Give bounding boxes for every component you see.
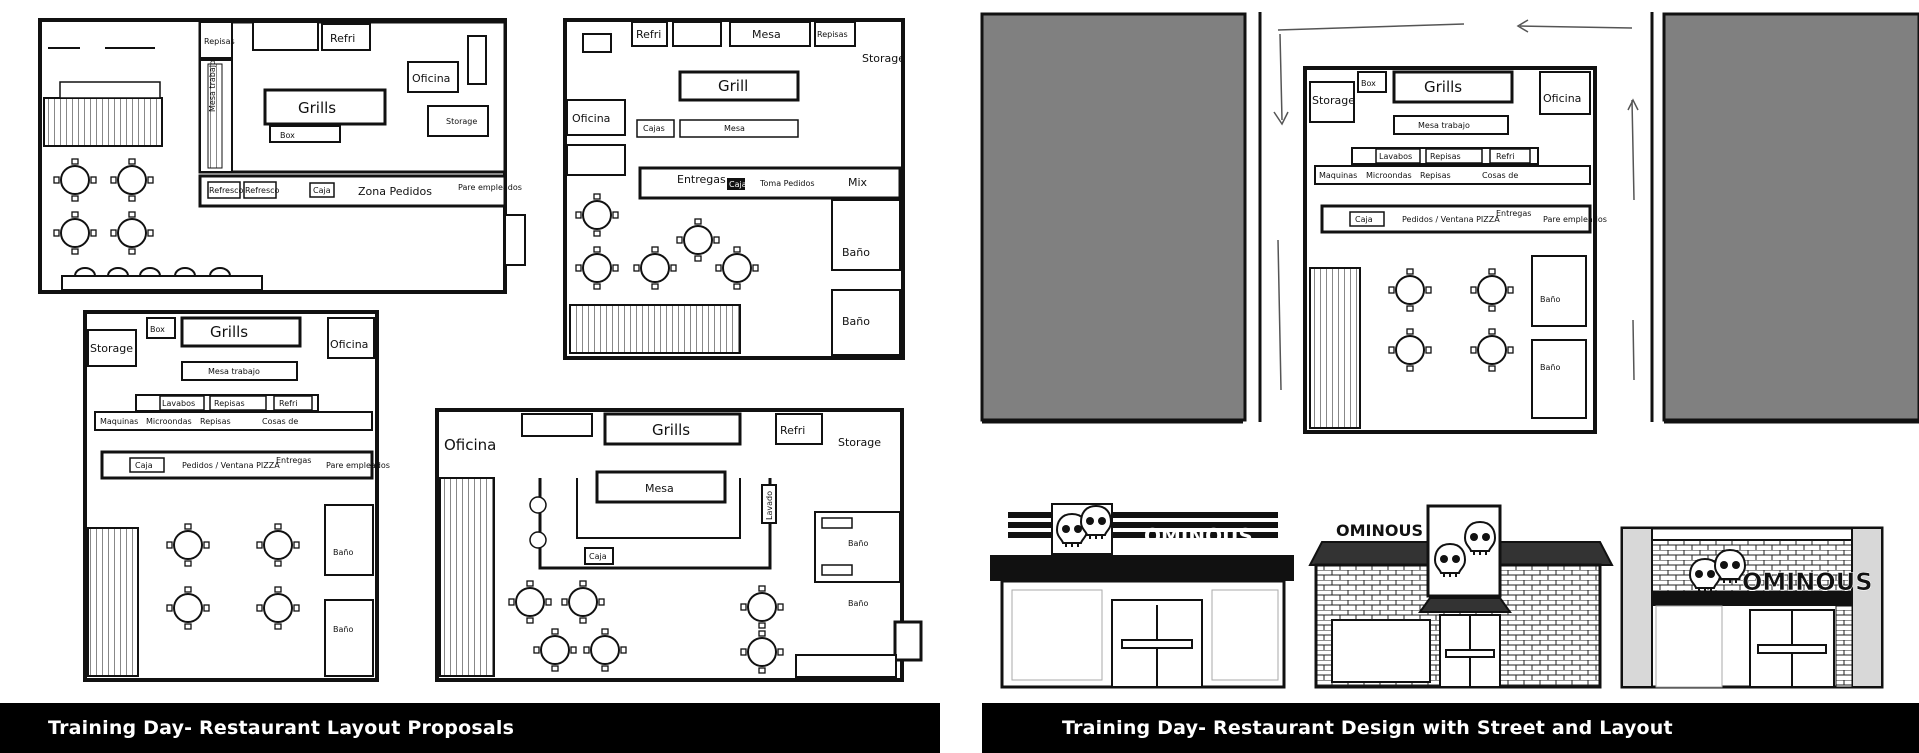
site-microondas-label: Microondas (1366, 171, 1412, 180)
plan4-storage-label: Storage (838, 436, 881, 449)
site-box-label: Box (1361, 79, 1376, 88)
plan4-bano-1-label: Baño (848, 539, 868, 548)
plan3-bano-2-label: Baño (333, 625, 353, 634)
plan1-storage-label: Storage (446, 117, 477, 126)
plan2-repisas-label: Repisas (817, 30, 848, 39)
plan3-pare-empleados-label: Pare empleados (326, 461, 390, 470)
floor-plan-2: Refri Mesa Repisas Storage Grill Oficina… (563, 18, 905, 360)
plan3-refri-label: Refri (279, 399, 297, 408)
plan2-toma-pedidos-label: Toma Pedidos (759, 179, 815, 188)
site-caja-label: Caja (1355, 215, 1373, 224)
plan1-refresco-2: Refresco (245, 186, 280, 195)
storefront-3: OMINOUS (1620, 526, 1884, 689)
plan3-lavabos-label: Lavabos (162, 399, 195, 408)
plan3-repisas-label: Repisas (214, 399, 245, 408)
storefront-1-sign: OMINOUS (1144, 524, 1253, 548)
site-oficina-label: Oficina (1543, 92, 1581, 105)
site-repisas-label: Repisas (1430, 152, 1461, 161)
plan4-bano-2-label: Baño (848, 599, 868, 608)
site-pare-empleados-label: Pare empleados (1543, 215, 1607, 224)
site-repisas-2-label: Repisas (1420, 171, 1451, 180)
plan3-mesa-trabajo-label: Mesa trabajo (208, 367, 260, 376)
plan1-repisas-label: Repisas (204, 37, 235, 46)
plan3-entregas-label: Entregas (276, 456, 311, 465)
plan2-entregas-label: Entregas (677, 173, 726, 186)
floor-plan-3: Box Grills Oficina Storage Mesa trabajo … (83, 310, 390, 682)
plan2-grill-label: Grill (718, 77, 748, 95)
plan3-pedidos-label: Pedidos / Ventana PIZZA (182, 461, 280, 470)
plan1-caja-label: Caja (313, 186, 331, 195)
plan3-box-label: Box (150, 325, 165, 334)
plan2-mesa-label: Mesa (752, 28, 781, 41)
site-cosas-de-label: Cosas de (1482, 171, 1518, 180)
plan2-storage-label: Storage (862, 52, 905, 65)
plan4-mesa-label: Mesa (645, 482, 674, 495)
plan3-caja-label: Caja (135, 461, 153, 470)
plan2-mix-label: Mix (848, 176, 868, 189)
plan3-grills-label: Grills (210, 323, 248, 341)
plan3-storage-label: Storage (90, 342, 133, 355)
floor-plan-4: Oficina Grills Refri Storage Mesa Caja L… (435, 408, 923, 682)
plan3-maquinas-label: Maquinas (100, 417, 138, 426)
site-storage-label: Storage (1312, 94, 1355, 107)
storefront-2: OMINOUS (1308, 504, 1614, 689)
site-pedidos-label: Pedidos / Ventana PIZZA (1402, 215, 1500, 224)
site-maquinas-label: Maquinas (1319, 171, 1357, 180)
site-mesa-trabajo-label: Mesa trabajo (1418, 121, 1470, 130)
plan1-grills-label: Grills (298, 99, 336, 117)
plan1-zona-pedidos-label: Zona Pedidos (358, 185, 432, 198)
plan3-bano-1-label: Baño (333, 548, 353, 557)
plan1-oficina-label: Oficina (412, 72, 450, 85)
site-refri-label: Refri (1496, 152, 1514, 161)
site-bano-1-label: Baño (1540, 295, 1560, 304)
site-grills-label: Grills (1424, 78, 1462, 96)
plan2-caja-label: Caja (729, 180, 747, 189)
site-lavabos-label: Lavabos (1379, 152, 1412, 161)
site-bano-2-label: Baño (1540, 363, 1560, 372)
plan3-cosas-de-label: Cosas de (262, 417, 298, 426)
caption-right: Training Day- Restaurant Design with Str… (982, 703, 1919, 753)
plan2-refri-label: Refri (636, 28, 661, 41)
storefront-3-sign: OMINOUS (1742, 568, 1872, 596)
plan2-bano-1-label: Baño (842, 246, 870, 259)
site-entregas-label: Entregas (1496, 209, 1531, 218)
plan2-bano-2-label: Baño (842, 315, 870, 328)
plan2-cajas-label: Cajas (643, 124, 665, 133)
plan4-refri-label: Refri (780, 424, 805, 437)
plan3-repisas-2-label: Repisas (200, 417, 231, 426)
plan4-lavado-label: Lavado (765, 491, 774, 520)
storefront-1: OMINOUS (990, 503, 1294, 689)
plan3-microondas-label: Microondas (146, 417, 192, 426)
plan2-mesa-small-label: Mesa (724, 124, 745, 133)
plan1-pare-empleados-label: Pare empleados (458, 183, 522, 192)
plan4-grills-label: Grills (652, 421, 690, 439)
plan4-caja-label: Caja (589, 552, 607, 561)
plan3-oficina-label: Oficina (330, 338, 368, 351)
caption-left: Training Day- Restaurant Layout Proposal… (0, 703, 940, 753)
site-plan: Box Grills Oficina Storage Mesa trabajo … (980, 12, 1919, 434)
plan1-refresco-1: Refresco (209, 186, 244, 195)
caption-left-text: Training Day- Restaurant Layout Proposal… (48, 717, 515, 739)
plan4-oficina-label: Oficina (444, 436, 496, 454)
floor-plan-1: Repisas Refri Grills Box Oficina Storage… (38, 18, 526, 294)
plan1-box-label: Box (280, 131, 295, 140)
plan2-oficina-label: Oficina (572, 112, 610, 125)
plan1-refri-label: Refri (330, 32, 355, 45)
storefront-2-sign: OMINOUS (1336, 521, 1423, 540)
caption-right-text: Training Day- Restaurant Design with Str… (1062, 717, 1673, 739)
plan1-mesa-trabajo-label: Mesa trabajo (208, 60, 217, 112)
